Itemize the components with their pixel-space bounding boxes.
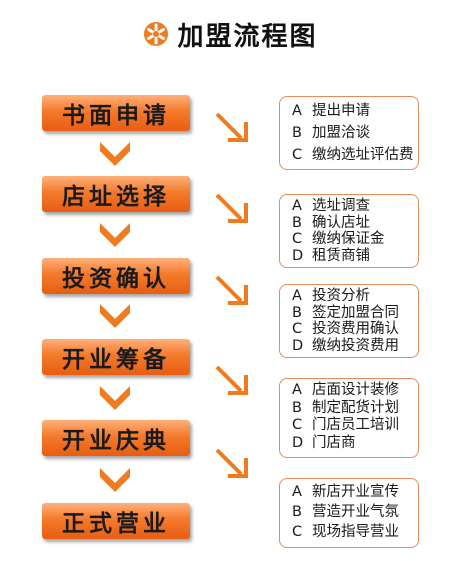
title-bar: 加盟流程图 [0,16,461,52]
diagonal-down-right-arrow-icon [215,275,248,305]
step-opening-preparation: 开业筹备 [42,339,190,375]
page-title: 加盟流程图 [177,21,318,52]
step-investment-confirmation: 投资确认 [42,258,190,294]
step-label: 店址选择 [62,184,170,210]
step-opening-ceremony: 开业庆典 [42,420,190,456]
step-label: 开业筹备 [62,347,170,373]
chevron-down-arrow-icon [100,468,130,492]
diagonal-down-right-arrow-icon [215,448,248,478]
chevron-down-arrow-icon [100,304,130,328]
chevron-down-arrow-icon [100,386,130,410]
diagonal-down-right-arrow-icon [215,112,248,142]
step-official-opening: 正式营业 [42,503,190,539]
step-label: 书面申请 [62,103,170,129]
orange-asterisk-icon [144,22,169,46]
diagonal-down-right-arrow-icon [215,193,248,223]
step-label: 开业庆典 [62,428,170,454]
chevron-down-arrow-icon [100,223,130,247]
chevron-down-arrow-icon [100,142,130,166]
step-written-application: 书面申请 [42,95,190,131]
step-label: 投资确认 [62,266,170,292]
diagonal-down-right-arrow-icon [215,365,248,395]
step-label: 正式营业 [62,511,170,537]
step-site-selection: 店址选择 [42,176,190,212]
